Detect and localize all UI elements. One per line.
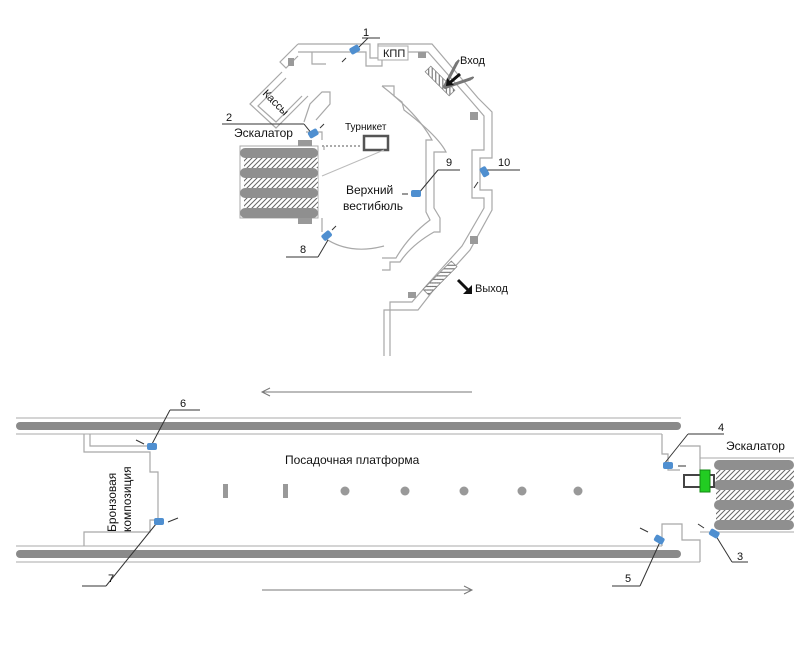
- exit-label: Выход: [475, 283, 508, 295]
- kpp-box: [377, 45, 409, 61]
- exit-gate: [422, 260, 458, 296]
- escalator-top-label: Эскалатор: [234, 126, 293, 140]
- cameras: 1 2 9 10 8: [82, 27, 748, 587]
- direction-arrows: [260, 387, 474, 595]
- camera-icon: [653, 534, 665, 545]
- camera-number-label: 6: [180, 398, 186, 410]
- lower-escalator: [700, 457, 794, 533]
- bronze-label-line2: композиция: [120, 466, 134, 532]
- camera-number-label: 10: [498, 157, 510, 169]
- camera-number-label: 8: [300, 244, 306, 256]
- platform-pillars: [223, 484, 583, 498]
- camera-4[interactable]: 4: [663, 422, 724, 469]
- escalator-exit-wall: [321, 235, 385, 250]
- vestibule-divider: [321, 149, 385, 177]
- camera-number-label: 7: [108, 573, 114, 585]
- camera-7[interactable]: 7: [82, 517, 179, 587]
- kpp-label: КПП: [383, 48, 405, 60]
- vestibule-label-line2: вестибюль: [343, 199, 403, 213]
- camera-number-label: 1: [363, 27, 369, 39]
- bronze-label-line1: Бронзовая: [105, 473, 119, 532]
- wall-blocks: [288, 52, 478, 298]
- camera-10[interactable]: 10: [473, 157, 520, 189]
- camera-2[interactable]: 2: [222, 112, 325, 139]
- upper-escalator: [239, 140, 319, 224]
- vestibule-label-line1: Верхний: [346, 183, 393, 197]
- camera-icon: [708, 528, 720, 539]
- green-marker: [699, 469, 711, 493]
- upper-vestibule: КПП Вход Выход Кассы Эскалатор Турникет …: [234, 43, 508, 356]
- camera-5[interactable]: 5: [612, 527, 665, 587]
- exit-arrow-head: [463, 285, 472, 294]
- rail-bottom: [16, 550, 681, 558]
- rail-top: [16, 422, 681, 430]
- camera-icon: [663, 462, 673, 469]
- camera-9[interactable]: 9: [402, 157, 460, 197]
- camera-icon: [147, 443, 157, 450]
- entrance-arrow-head: [446, 78, 454, 86]
- entrance-label: Вход: [460, 55, 485, 67]
- camera-icon: [479, 166, 490, 178]
- platform-label: Посадочная платформа: [285, 453, 420, 467]
- camera-8[interactable]: 8: [286, 225, 337, 258]
- escalator-bottom-label: Эскалатор: [726, 439, 785, 453]
- turnstile-label: Турникет: [345, 122, 387, 133]
- camera-number-label: 4: [718, 422, 724, 434]
- camera-3[interactable]: 3: [697, 523, 748, 563]
- camera-1[interactable]: 1: [341, 27, 380, 63]
- camera-number-label: 2: [226, 112, 232, 124]
- turnstile-box: [362, 134, 390, 152]
- camera-icon: [349, 44, 361, 55]
- platform-left-end: [83, 434, 159, 546]
- platform-right-end: [661, 434, 701, 562]
- vestibule-inner-wall: [381, 85, 447, 271]
- kassy-wall: [279, 43, 326, 69]
- lower-platform: Посадочная платформа Эскалатор Бронзовая…: [16, 417, 794, 563]
- camera-6[interactable]: 6: [135, 398, 200, 450]
- camera-number-label: 9: [446, 157, 452, 169]
- camera-number-label: 5: [625, 573, 631, 585]
- kassy-label: Кассы: [260, 88, 291, 119]
- camera-number-label: 3: [737, 551, 743, 563]
- camera-icon: [307, 128, 319, 139]
- camera-icon: [154, 518, 164, 525]
- camera-icon: [411, 190, 421, 197]
- camera-icon: [321, 230, 332, 241]
- kassy-booth: [249, 71, 309, 129]
